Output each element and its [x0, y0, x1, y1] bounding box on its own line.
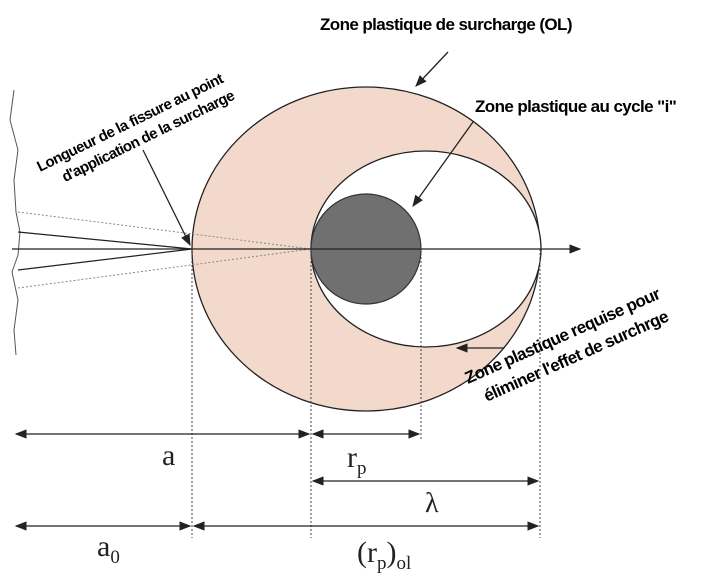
crack-flank-upper [17, 231, 193, 250]
label-crack-length: Longueur de la fissure au point d'applic… [34, 69, 237, 194]
specimen-edge [9, 89, 21, 356]
label-cycle-zone: Zone plastique au cycle "i" [475, 97, 676, 116]
label-overload-zone: Zone plastique de surcharge (OL) [320, 15, 572, 34]
crack-flank-upper-dotted [17, 211, 312, 250]
label-lambda: λ [425, 488, 439, 519]
crack-flank-lower-dotted [17, 248, 312, 289]
label-rp: rp [347, 441, 367, 479]
pointer-overload-zone [415, 51, 449, 87]
crack-flank-lower [17, 248, 193, 271]
label-a0: a0 [97, 530, 120, 568]
pointer-cycle-zone [412, 121, 474, 207]
pointer-crack-length [142, 149, 191, 247]
label-rp-ol: (rp)ol [357, 536, 411, 574]
label-a: a [162, 439, 175, 472]
